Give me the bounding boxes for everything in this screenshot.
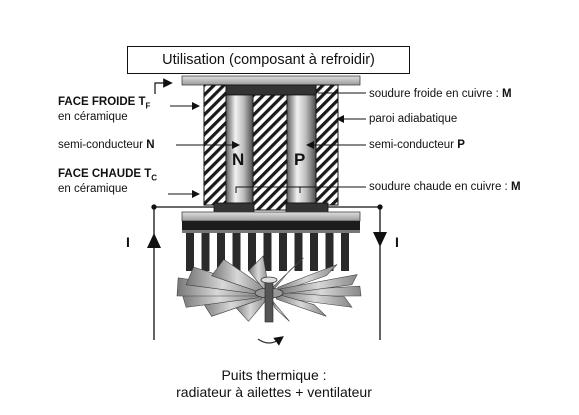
adiabatic-wall-center	[252, 94, 288, 211]
face-chaude-material: en céramique	[58, 183, 128, 195]
cold-ceramic-plate	[181, 75, 361, 86]
heatsink-fin	[263, 233, 272, 271]
heatsink-fin	[186, 233, 194, 271]
hot-copper-solder-right	[285, 202, 329, 213]
heatsink-fin	[279, 233, 287, 271]
leg-p	[286, 94, 317, 204]
fan	[176, 255, 362, 346]
leg-n-letter: N	[232, 150, 245, 169]
heatsink-fin	[217, 233, 225, 271]
leg-n	[225, 94, 254, 204]
heatsink-base-lower	[182, 230, 360, 233]
cold-copper-solder	[225, 84, 317, 96]
electric-circuit	[151, 204, 383, 340]
usage-component-box: Utilisation (composant à refroidir)	[127, 46, 410, 74]
heatsink-base	[182, 221, 360, 230]
heatsink-fin	[201, 233, 210, 271]
semi-p-label: semi-conducteur P	[369, 139, 465, 151]
soudure-froide-label: soudure froide en cuivre : M	[369, 88, 512, 100]
rotation-arrow-icon	[257, 336, 284, 346]
pointer-arrow	[154, 78, 173, 94]
heatsink-fins	[186, 233, 349, 271]
heatsink-fin	[325, 233, 334, 271]
face-froide-label: FACE FROIDE TF	[58, 96, 151, 111]
caption-line-1: Puits thermique :	[221, 367, 327, 383]
leg-p-letter: P	[294, 150, 306, 169]
leader-lines	[168, 92, 366, 198]
current-label-right: I	[395, 234, 399, 250]
current-arrow-down-icon	[373, 232, 387, 247]
semi-n-label: semi-conducteur N	[58, 139, 155, 151]
heatsink-fin	[232, 233, 241, 271]
heatsink-fin	[310, 233, 318, 271]
heatsink-fin	[341, 233, 349, 271]
face-chaude-label: FACE CHAUDE TC	[58, 168, 158, 183]
face-froide-material: en céramique	[58, 111, 128, 123]
current-arrow-up-icon	[147, 233, 161, 248]
current-label-left: I	[126, 234, 130, 250]
soudure-chaude-label: soudure chaude en cuivre : M	[369, 181, 521, 193]
heatsink-fin	[248, 233, 256, 271]
heatsink-fin	[294, 233, 303, 271]
thermoelectric-module	[203, 84, 339, 213]
caption-line-2: radiateur à ailettes + ventilateur	[176, 384, 372, 400]
paroi-label: paroi adiabatique	[369, 113, 458, 125]
hot-ceramic-plate	[181, 211, 361, 222]
hot-copper-solder-left	[213, 202, 255, 213]
